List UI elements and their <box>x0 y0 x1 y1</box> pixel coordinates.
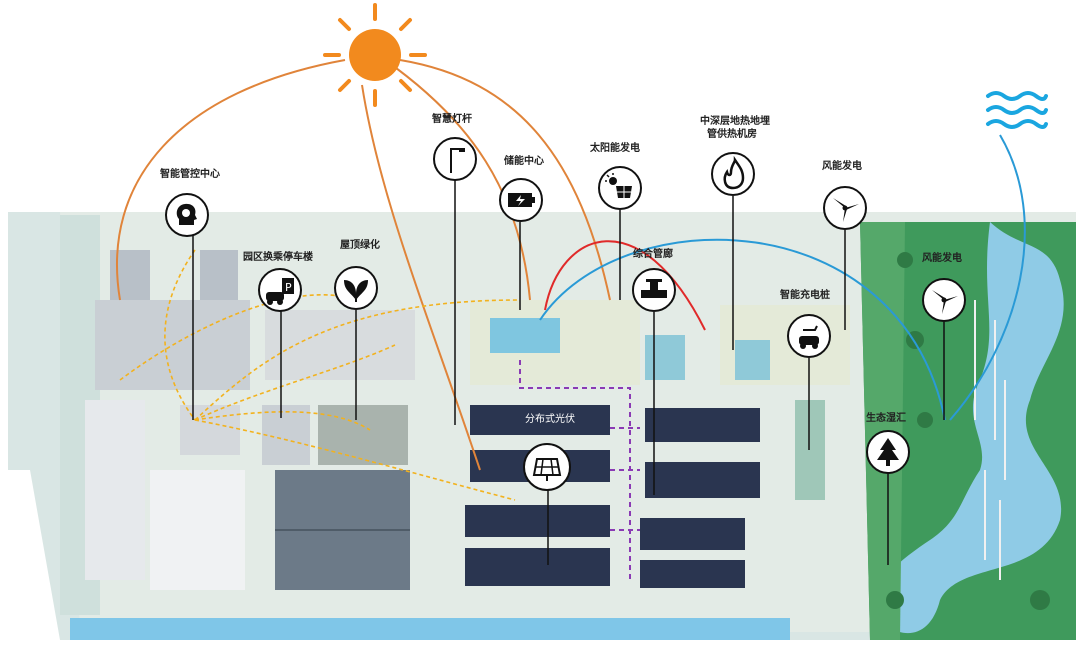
smart-lamp-label: 智慧灯杆 <box>432 114 472 125</box>
energy-center-block <box>470 300 850 385</box>
charging-area <box>795 400 825 500</box>
geothermal-label-line2: 管供热机房 <box>707 129 757 140</box>
park-parking-label: 园区换乘停车楼 <box>243 252 313 263</box>
storage-flow-line <box>544 240 706 331</box>
pipe-valve-icon <box>632 268 676 312</box>
solar-array-icon <box>523 443 571 491</box>
utility-tunnel-label: 综合管廊 <box>633 249 673 260</box>
energy-storage-label: 储能中心 <box>504 156 544 167</box>
wind-power-label-b: 风能发电 <box>922 253 962 264</box>
pv-distribution-lines <box>519 360 640 580</box>
ecological-wetland-label: 生态湿汇 <box>866 413 906 424</box>
building-flow-lines <box>119 249 521 501</box>
brain-gear-icon <box>165 193 209 237</box>
pine-tree-icon <box>866 430 910 474</box>
street-lamp-icon <box>433 137 477 181</box>
smart-charging-label: 智能充电桩 <box>780 290 830 301</box>
smart-control-center-label: 智能管控中心 <box>160 169 220 180</box>
parking-car-icon: P <box>258 268 302 312</box>
sun-flow-lines <box>115 59 611 471</box>
wind-turbines <box>974 300 1006 580</box>
control-center-buildings <box>85 250 250 590</box>
geothermal-label-line1: 中深层地热地埋 <box>700 116 770 127</box>
leader-lines <box>192 180 945 565</box>
sun-icon <box>323 3 427 107</box>
ev-charger-icon <box>787 314 831 358</box>
distributed-pv-label: 分布式光伏 <box>525 414 575 425</box>
roof-greening-label: 屋顶绿化 <box>340 240 380 251</box>
wind-turbine-icon <box>922 278 966 322</box>
leaf-icon <box>334 266 378 310</box>
wind-flow-lines <box>539 134 1026 421</box>
svg-text:P: P <box>285 281 292 294</box>
wind-power-label-a: 风能发电 <box>822 161 862 172</box>
waves-icon <box>986 91 1048 129</box>
solar-power-label: 太阳能发电 <box>590 143 640 154</box>
flame-icon <box>711 152 755 196</box>
wind-turbine-icon <box>823 186 867 230</box>
solar-panel-icon <box>598 166 642 210</box>
parking-block <box>262 310 415 590</box>
solar-panel-arrays <box>465 405 760 588</box>
battery-icon <box>499 178 543 222</box>
river <box>70 618 790 640</box>
